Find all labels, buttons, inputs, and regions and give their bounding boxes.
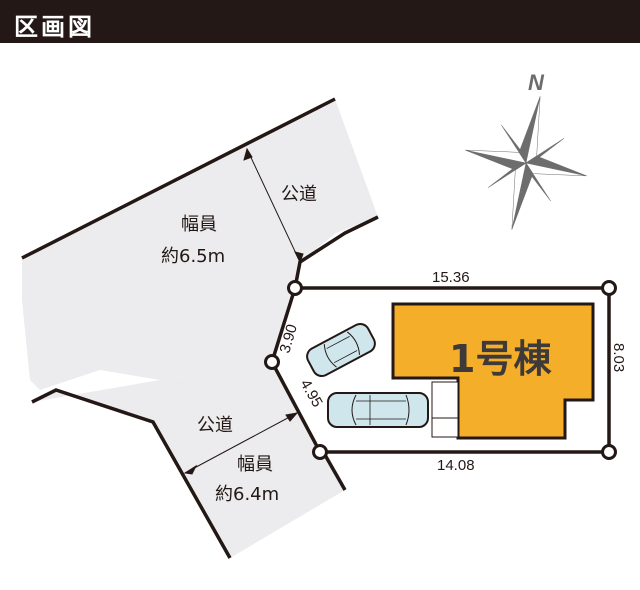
south-road-type-label: 公道 [197, 415, 233, 436]
boundary-markers [264, 280, 617, 460]
south-road-width-label-1: 幅員 [237, 454, 273, 475]
dim-top: 15.36 [432, 269, 470, 286]
north-road-type-label: 公道 [281, 184, 317, 205]
north-road-width-label-2: 約6.5m [161, 246, 225, 267]
north-road [21, 97, 379, 390]
north-road-width-arrow [243, 147, 304, 264]
north-road-width-label-1: 幅員 [181, 214, 217, 235]
south-road-width-arrow [183, 412, 299, 475]
car-2 [327, 392, 429, 428]
page-title: 区画図 [14, 12, 95, 41]
header-bar: 区画図 [0, 0, 640, 43]
building-footprint [391, 302, 595, 440]
dim-bottom: 14.08 [437, 457, 475, 474]
building-label: 1号棟 [449, 337, 552, 381]
dim-right: 8.03 [610, 343, 627, 372]
car-1 [306, 322, 376, 378]
building-1: 1号棟 [391, 302, 595, 440]
compass-north-label: N [528, 70, 545, 95]
south-road-width-label-2: 約6.4m [215, 484, 279, 505]
compass-rose-icon [465, 96, 587, 230]
